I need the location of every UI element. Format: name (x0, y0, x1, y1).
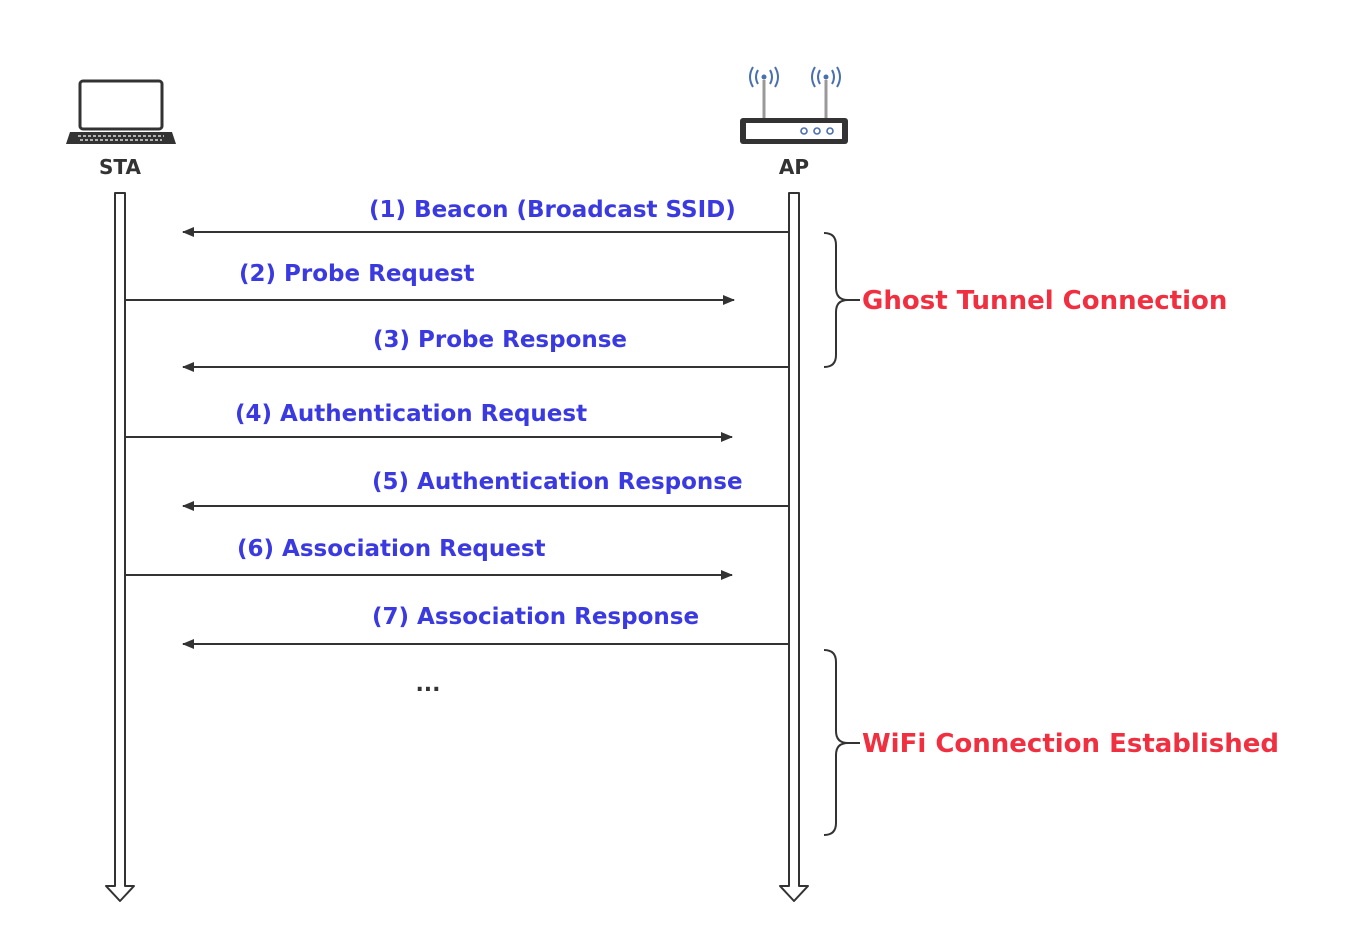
message-6: (6) Association Request (125, 536, 733, 580)
group-label-wifi-established: WiFi Connection Established (862, 729, 1279, 759)
message-4: (4) Authentication Request (125, 401, 733, 442)
message-label: (6) Association Request (237, 536, 546, 562)
message-2: (2) Probe Request (125, 261, 735, 305)
message-label: (3) Probe Response (373, 327, 627, 353)
message-5: (5) Authentication Response (182, 469, 789, 511)
message-label: (7) Association Response (372, 604, 699, 630)
ghost-tunnel-brace (823, 232, 860, 368)
sta-lifeline (105, 192, 135, 902)
ap-lifeline (779, 192, 809, 902)
ap-label: AP (779, 155, 809, 179)
message-label: (5) Authentication Response (372, 469, 743, 495)
group-label-ghost-tunnel: Ghost Tunnel Connection (862, 286, 1227, 316)
wifi-established-brace (823, 649, 860, 836)
laptop-icon (66, 79, 176, 144)
message-label: (1) Beacon (Broadcast SSID) (369, 197, 736, 223)
sta-label: STA (99, 155, 141, 179)
message-3: (3) Probe Response (182, 327, 789, 372)
message-label: (2) Probe Request (239, 261, 475, 287)
ellipsis: ... (415, 672, 440, 697)
router-icon (740, 66, 848, 144)
message-1: (1) Beacon (Broadcast SSID) (182, 197, 789, 237)
message-7: (7) Association Response (182, 604, 789, 649)
message-label: (4) Authentication Request (235, 401, 587, 427)
